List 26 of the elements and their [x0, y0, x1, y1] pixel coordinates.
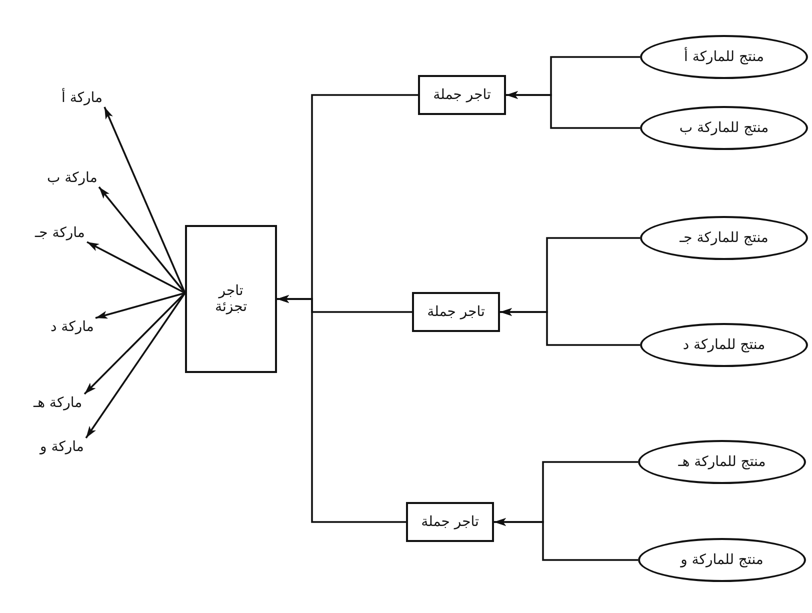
producer-ellipse: منتج للماركة أ: [640, 35, 808, 79]
arrow: [84, 292, 186, 395]
producer-ellipse: منتج للماركة جـ: [640, 216, 808, 260]
producer-ellipse: منتج للماركة ب: [640, 106, 808, 150]
arrow: [494, 518, 638, 561]
wholesaler-box: تاجر جملة: [418, 75, 506, 115]
producer-ellipse: منتج للماركة هـ: [638, 440, 806, 484]
arrow: [85, 292, 186, 438]
brand-label: ماركة ب: [45, 169, 100, 187]
brand-label: ماركة هـ: [32, 394, 84, 412]
arrow: [98, 186, 186, 294]
brand-label: ماركة جـ: [33, 224, 87, 242]
producer-ellipse: منتج للماركة د: [640, 323, 808, 367]
arrow: [506, 91, 640, 129]
arrow: [277, 295, 406, 523]
wholesaler-box: تاجر جملة: [406, 502, 494, 542]
arrow: [500, 308, 640, 346]
brand-label: ماركة و: [38, 438, 86, 456]
wholesaler-box: تاجر جملة: [412, 292, 500, 332]
arrow: [86, 241, 186, 294]
producer-ellipse: منتج للماركة و: [638, 538, 806, 582]
arrow: [104, 106, 186, 294]
brand-label: ماركة د: [48, 318, 96, 336]
retailer-box: تاجر تجزئة: [185, 225, 277, 373]
arrow: [95, 292, 186, 319]
brand-label: ماركة أ: [60, 89, 105, 107]
